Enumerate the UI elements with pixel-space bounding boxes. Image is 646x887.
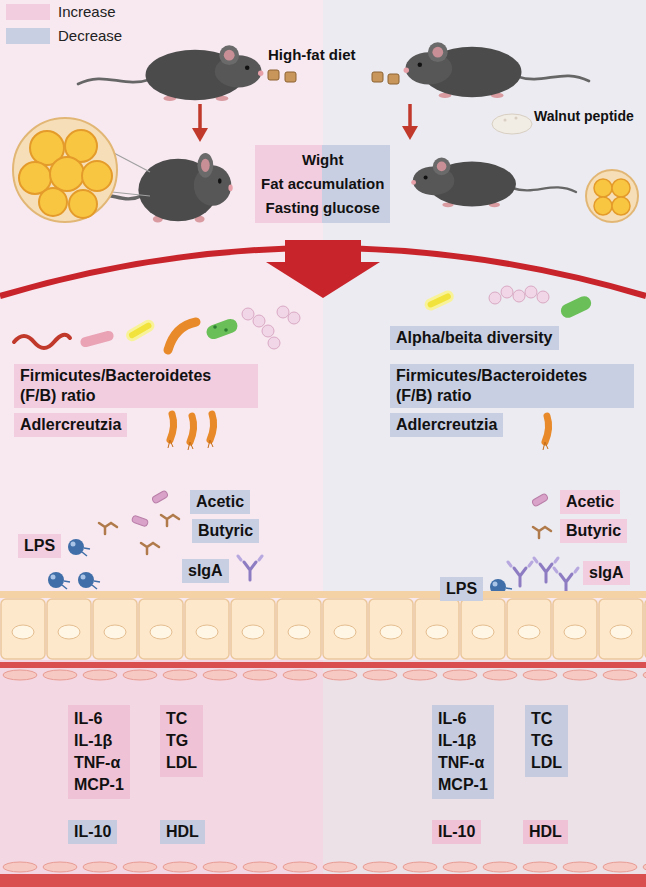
node-text: TNF-α (74, 752, 124, 774)
node-text: Butyric (566, 521, 621, 541)
lipid-box: TCTGLDL (160, 705, 203, 777)
lipid-box: TCTGLDL (525, 705, 568, 777)
node-text: LPS (446, 579, 477, 599)
metabolite-box: LPS (18, 534, 61, 558)
node-text: LPS (24, 536, 55, 556)
node-text: IL-10 (74, 822, 111, 842)
cytokine-box: IL-6IL-1βTNF-αMCP-1 (68, 705, 130, 799)
node-text: TC (531, 708, 562, 730)
node-text: HDL (166, 822, 199, 842)
metabolite-box: Butyric (560, 519, 627, 543)
node-text: Wight (261, 148, 384, 172)
marker-box: Alpha/beita diversity (390, 326, 559, 350)
node-text: MCP-1 (74, 774, 124, 796)
metabolite-box: sIgA (182, 559, 229, 583)
node-text: Adlercreutzia (20, 415, 121, 435)
node-text: TNF-α (438, 752, 488, 774)
node-text: Fat accumulation (261, 172, 384, 196)
legend-swatch (6, 4, 50, 20)
node-text: IL-6 (74, 708, 124, 730)
metabolite-box: Acetic (560, 490, 620, 514)
outcome-box: WightFat accumulationFasting glucose (255, 145, 390, 223)
legend-swatch (6, 28, 50, 44)
node-text: TG (531, 730, 562, 752)
node-text: TG (166, 730, 197, 752)
node-text: IL-1β (438, 730, 488, 752)
node-text: Acetic (196, 492, 244, 512)
node-text: Acetic (566, 492, 614, 512)
treatment-label: Walnut peptide (534, 108, 634, 124)
node-text: MCP-1 (438, 774, 488, 796)
node-text: Firmicutes/Bacteroidetes (F/B) ratio (20, 366, 252, 406)
marker-box: Adlercreutzia (14, 413, 127, 437)
node-text: Adlercreutzia (396, 415, 497, 435)
node-text: TC (166, 708, 197, 730)
node-text: Butyric (198, 521, 253, 541)
node-text: IL-6 (438, 708, 488, 730)
marker-box: Adlercreutzia (390, 413, 503, 437)
node-text: Firmicutes/Bacteroidetes (F/B) ratio (396, 366, 628, 406)
node-text: sIgA (589, 563, 624, 583)
node-text: sIgA (188, 561, 223, 581)
node-text: Fasting glucose (261, 196, 384, 220)
marker-box: Firmicutes/Bacteroidetes (F/B) ratio (390, 364, 634, 408)
lipid-box: HDL (160, 820, 205, 844)
node-text: LDL (166, 752, 197, 774)
metabolite-box: Butyric (192, 519, 259, 543)
metabolite-box: sIgA (583, 561, 630, 585)
node-text: Alpha/beita diversity (396, 328, 553, 348)
node-text: IL-10 (438, 822, 475, 842)
diet-label: High-fat diet (268, 46, 356, 63)
node-text: HDL (529, 822, 562, 842)
node-text: IL-1β (74, 730, 124, 752)
cytokine-box: IL-10 (432, 820, 481, 844)
marker-box: Firmicutes/Bacteroidetes (F/B) ratio (14, 364, 258, 408)
metabolite-box: Acetic (190, 490, 250, 514)
legend-text: Increase (58, 3, 116, 20)
metabolite-box: LPS (440, 577, 483, 601)
cytokine-box: IL-10 (68, 820, 117, 844)
cytokine-box: IL-6IL-1βTNF-αMCP-1 (432, 705, 494, 799)
lipid-box: HDL (523, 820, 568, 844)
node-text: LDL (531, 752, 562, 774)
legend-text: Decrease (58, 27, 122, 44)
